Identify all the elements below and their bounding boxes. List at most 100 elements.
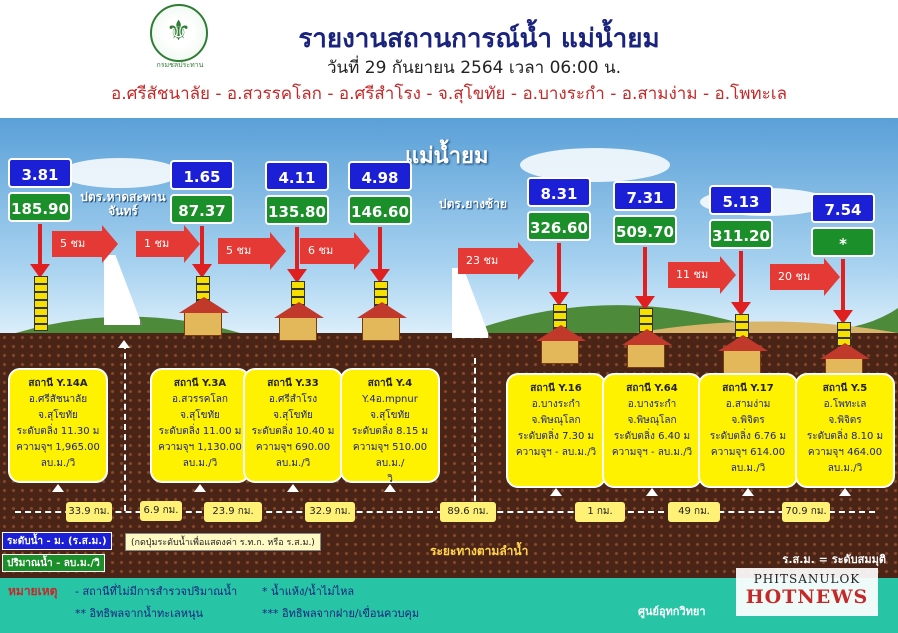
gate-label: ปตร.หาดสะพาน จันทร์ (80, 190, 166, 218)
distance-marker: 6.9 กม. (140, 501, 182, 521)
water-level-button[interactable]: 8.31 (527, 177, 591, 207)
station-line1: อ.โพทะเล (823, 399, 867, 410)
note-tide: ** อิทธิพลจากน้ำทะเลหนุน (75, 607, 203, 620)
notes-label: หมายเหตุ (8, 584, 58, 598)
down-arrow-icon (287, 227, 307, 283)
station-line4: ความจุฯ - ลบ.ม./วิ (515, 447, 597, 458)
distance-marker: 1 กม. (575, 502, 625, 522)
logo-caption: กรมชลประทาน (156, 61, 204, 69)
water-flow-value: 326.60 (527, 211, 591, 241)
station-line3: ระดับตลิ่ง 7.30 ม (517, 431, 595, 442)
station-line5: ลบ.ม./วิ (182, 458, 218, 469)
travel-time-arrow: 11 ชม (668, 256, 736, 294)
travel-time-arrow: 5 ชม (52, 225, 118, 263)
watermark: PHITSANULOK HOTNEWS (736, 568, 878, 616)
water-flow-value: 185.90 (8, 192, 72, 222)
water-level-button[interactable]: 7.54 (811, 193, 875, 223)
district-list: อ.ศรีสัชนาลัย - อ.สวรรคโลก - อ.ศรีสำโรง … (111, 84, 787, 104)
station-line2: จ.สุโขทัย (370, 410, 410, 421)
station-line3: ระดับตลิ่ง 6.76 ม (709, 431, 787, 442)
up-arrow-icon (118, 340, 130, 348)
down-arrow-icon (833, 259, 853, 324)
water-flow-value: 135.80 (265, 195, 329, 225)
house-icon (274, 302, 324, 341)
down-arrow-icon (370, 227, 390, 283)
station-line1: อ.สามง่าม (725, 399, 771, 410)
distance-marker: 23.9 กม. (204, 502, 262, 522)
cloud-icon (60, 158, 180, 188)
distance-marker: 32.9 กม. (305, 502, 355, 522)
water-level-button[interactable]: 5.13 (709, 185, 773, 215)
water-flow-value: 87.37 (170, 194, 234, 224)
toggle-datum-button[interactable]: (กดปุ่มระดับน้ำเพื่อแสดงค่า ร.ท.ก. หรือ … (125, 533, 321, 551)
up-arrow-icon (194, 484, 206, 492)
water-flow-value: 509.70 (613, 215, 677, 245)
travel-time-arrow: 20 ชม (770, 258, 840, 296)
station-name: สถานี Y.14A (28, 378, 88, 389)
river-scene: แม่น้ำยม ปตร.หาดสะพาน จันทร์ ปตร.ยางซ้าย… (0, 118, 898, 578)
down-arrow-icon (549, 243, 569, 306)
up-arrow-icon (742, 488, 754, 496)
station-line1: Y.4อ.mpnur (362, 394, 418, 405)
station-card[interactable]: สถานี Y.16 อ.บางระกำจ.พิษณุโลกระดับตลิ่ง … (506, 373, 606, 488)
station-line3: ระดับตลิ่ง 11.30 ม (16, 426, 100, 437)
river-name: แม่น้ำยม (405, 144, 489, 169)
note-no-survey: - สถานีที่ไม่มีการสำรวจปริมาณน้ำ (75, 585, 238, 598)
station-line1: อ.ศรีสัชนาลัย (28, 394, 88, 405)
down-arrow-icon (30, 224, 50, 278)
station-line4: ความจุฯ - ลบ.ม./วิ (611, 447, 693, 458)
water-level-button[interactable]: 4.11 (265, 161, 329, 191)
watermark-line1: PHITSANULOK (753, 572, 861, 586)
gate-label: ปตร.ยางซ้าย (439, 197, 507, 211)
water-level-button[interactable]: 3.81 (8, 158, 72, 188)
station-line1: อ.ศรีสำโรง (268, 394, 318, 405)
distance-marker: 33.9 กม. (66, 502, 112, 522)
down-arrow-icon (192, 226, 212, 278)
staff-gauge-icon (34, 276, 48, 331)
rid-logo-icon (150, 4, 208, 62)
station-line5: วิ (387, 474, 393, 485)
water-level-button[interactable]: 7.31 (613, 181, 677, 211)
station-line1: อ.บางระกำ (531, 399, 581, 410)
house-icon (622, 329, 672, 368)
up-arrow-icon (287, 484, 299, 492)
legend-flow[interactable]: ปริมาณน้ำ - ลบ.ม./วิ (2, 554, 105, 572)
station-name: สถานี Y.3A (173, 378, 227, 389)
water-level-button[interactable]: 1.65 (170, 160, 234, 190)
house-icon (718, 335, 768, 374)
note-weir: *** อิทธิพลจากฝาย/เขื่อนควบคุม (262, 607, 420, 620)
down-arrow-icon (731, 251, 751, 316)
water-level-button[interactable]: 4.98 (348, 161, 412, 191)
note-dry: * น้ำแห้ง/น้ำไม่ไหล (262, 585, 355, 598)
legend-level[interactable]: ระดับน้ำ - ม. (ร.ส.ม.) (2, 532, 112, 550)
station-line5: ลบ.ม./วิ (40, 458, 76, 469)
page-title: รายงานสถานการณ์น้ำ แม่น้ำยม (298, 24, 660, 54)
cloud-icon (520, 148, 670, 182)
gate-guide-line (474, 358, 476, 511)
travel-time-arrow: 23 ชม (458, 242, 534, 280)
station-line1: อ.บางระกำ (627, 399, 677, 410)
station-line3: ระดับตลิ่ง 10.40 ม (251, 426, 335, 437)
station-name: สถานี Y.4 (367, 378, 413, 389)
station-line2: จ.พิษณุโลก (531, 415, 581, 426)
station-name: สถานี Y.16 (530, 383, 582, 394)
station-line5: ลบ.ม./วิ (275, 458, 311, 469)
report-date: วันที่ 29 กันยายน 2564 เวลา 06:00 น. (326, 58, 622, 78)
gate-guide-line (124, 343, 126, 511)
water-flow-value: 146.60 (348, 195, 412, 225)
distance-marker: 70.9 กม. (782, 502, 830, 522)
station-line4: ความจุฯ 614.00 (710, 447, 786, 458)
report-header: กรมชลประทาน รายงานสถานการณ์น้ำ แม่น้ำยม … (0, 0, 898, 118)
up-arrow-icon (550, 488, 562, 496)
distance-marker: 89.6 กม. (440, 502, 496, 522)
up-arrow-icon (646, 488, 658, 496)
house-icon (357, 302, 407, 341)
station-line3: ระดับตลิ่ง 11.00 ม (158, 426, 242, 437)
